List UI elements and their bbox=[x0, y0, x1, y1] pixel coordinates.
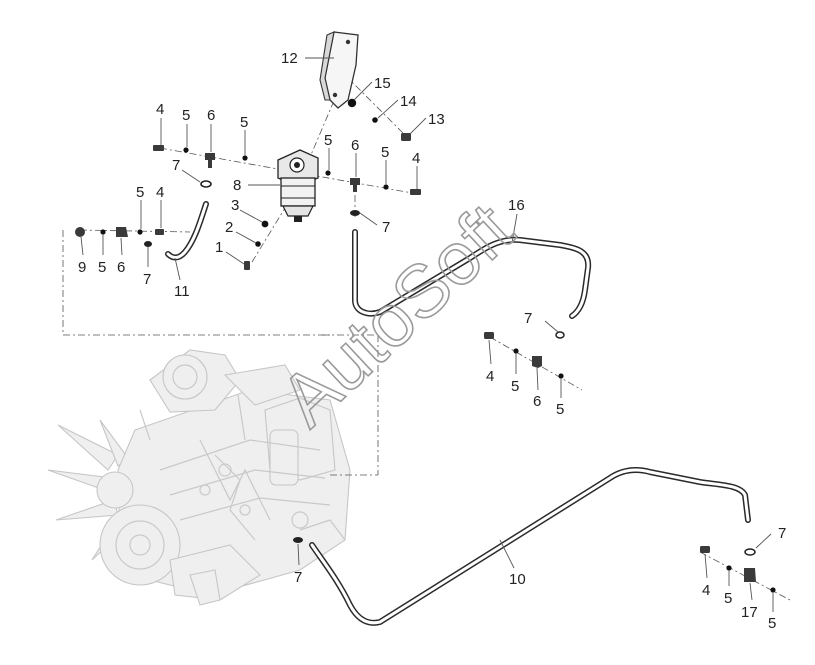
callout-12: 12 bbox=[281, 50, 298, 67]
callout-11: 11 bbox=[174, 283, 190, 300]
fuel-tubes bbox=[165, 201, 751, 626]
callout-5: 5 bbox=[768, 615, 776, 632]
callout-16: 16 bbox=[508, 197, 525, 214]
callout-7: 7 bbox=[778, 525, 786, 542]
callout-5: 5 bbox=[724, 590, 732, 607]
callout-5: 5 bbox=[182, 107, 190, 124]
callout-14: 14 bbox=[400, 93, 417, 110]
callout-5: 5 bbox=[511, 378, 519, 395]
callout-7: 7 bbox=[143, 271, 151, 288]
callout-5: 5 bbox=[98, 259, 106, 276]
engine-illustration bbox=[47, 349, 351, 606]
callout-4: 4 bbox=[412, 150, 420, 167]
watermark-text: AutoSoft bbox=[264, 187, 529, 442]
callout-3: 3 bbox=[231, 197, 239, 214]
callout-7: 7 bbox=[382, 219, 390, 236]
callout-labels: 12 15 14 13 4 5 6 5 7 8 5 6 5 4 7 3 2 1 … bbox=[78, 50, 786, 632]
leader-lines bbox=[80, 57, 774, 612]
callout-5: 5 bbox=[381, 144, 389, 161]
callout-4: 4 bbox=[702, 582, 710, 599]
callout-17: 17 bbox=[741, 604, 758, 621]
callout-6: 6 bbox=[533, 393, 541, 410]
callout-1: 1 bbox=[215, 239, 223, 256]
callout-5: 5 bbox=[240, 114, 248, 131]
callout-5: 5 bbox=[324, 132, 332, 149]
callout-7: 7 bbox=[524, 310, 532, 327]
callout-15: 15 bbox=[374, 75, 391, 92]
callout-2: 2 bbox=[225, 219, 233, 236]
callout-8: 8 bbox=[233, 177, 241, 194]
fuel-filter bbox=[277, 149, 319, 222]
callout-4: 4 bbox=[156, 101, 164, 118]
callout-5: 5 bbox=[136, 184, 144, 201]
callout-6: 6 bbox=[207, 107, 215, 124]
hardware-parts bbox=[75, 98, 776, 593]
callout-6: 6 bbox=[117, 259, 125, 276]
callout-10: 10 bbox=[509, 571, 526, 588]
callout-7: 7 bbox=[294, 569, 302, 586]
callout-9: 9 bbox=[78, 259, 86, 276]
callout-13: 13 bbox=[428, 111, 445, 128]
callout-6: 6 bbox=[351, 137, 359, 154]
callout-4: 4 bbox=[486, 368, 494, 385]
callout-5: 5 bbox=[556, 401, 564, 418]
callout-7: 7 bbox=[172, 157, 180, 174]
bracket-part bbox=[319, 31, 359, 109]
callout-4: 4 bbox=[156, 184, 164, 201]
